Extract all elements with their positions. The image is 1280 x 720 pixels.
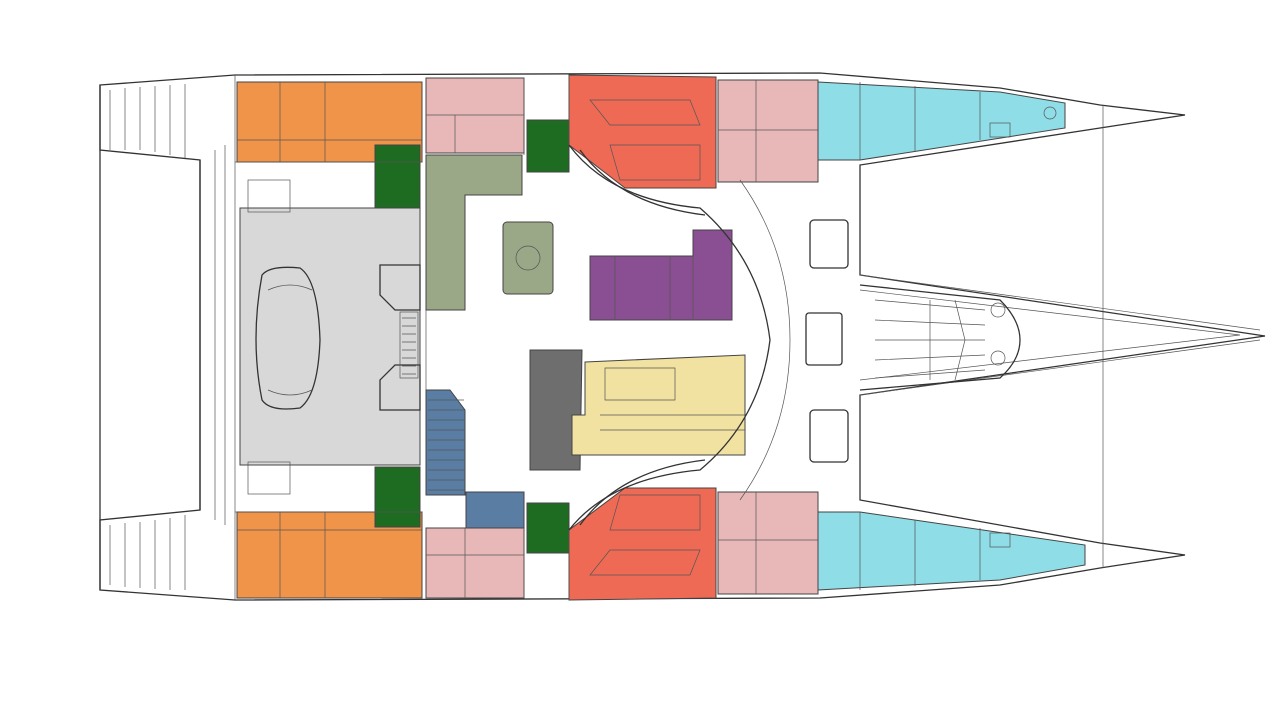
wet-locker-mid-starboard [526,502,570,554]
helm-seat-bottom [379,364,421,411]
head-fwd-port [717,79,819,183]
nav-station [529,349,583,471]
helm-seat-top [379,264,421,311]
crew-locker-port [817,81,1066,161]
hull-outline [99,72,1266,601]
wet-locker-aft-port [374,144,421,209]
forward-cabin-port [568,74,717,189]
cockpit-table [255,266,321,410]
wet-locker-aft-starboard [374,466,421,528]
bow-fittings [989,106,1057,548]
cockpit-seat-top [247,179,291,213]
dinette [571,354,746,456]
galley-sink [515,245,541,271]
entry-lobby [465,491,525,529]
lounge-sofa [589,229,733,321]
saloon-bulkheads [568,144,791,531]
head-fwd-starboard [717,491,819,595]
head-aft-port [425,77,525,154]
head-aft-starboard [425,527,525,599]
stern-steps [109,84,226,590]
cockpit-grate [399,311,419,379]
cockpit-seat-bottom [247,461,291,495]
wet-locker-mid-port [526,119,570,173]
hatch-center [805,312,843,366]
hatch-starboard [809,409,849,463]
galley-sink-unit [502,221,554,295]
hatch-port [809,219,849,269]
forward-cockpit [859,284,1021,391]
stair-treads [428,399,464,491]
companionway-stairs [425,389,466,496]
forward-cabin-starboard [568,487,717,601]
cockpit [239,207,421,466]
crew-locker-starboard [817,511,1086,591]
